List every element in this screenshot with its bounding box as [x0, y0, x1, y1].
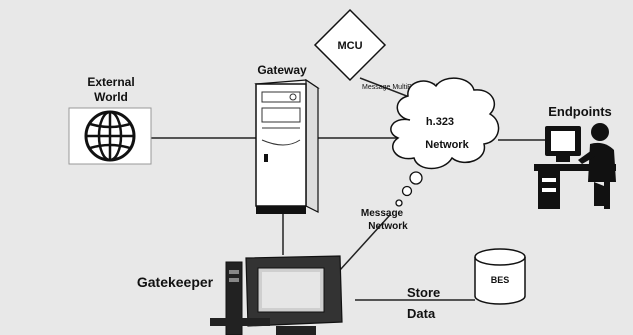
- endpoints-node: Endpoints: [534, 104, 616, 209]
- connection-lines: [150, 77, 545, 301]
- bes-node: BES: [474, 248, 526, 305]
- thought-bubbles: [395, 171, 423, 207]
- mcu-label: MCU: [337, 40, 362, 52]
- database-cylinder-icon: [474, 248, 526, 305]
- store-data-label-line2: Data: [407, 306, 436, 321]
- gatekeeper-message-link: [339, 214, 391, 271]
- gatekeeper-label: Gatekeeper: [137, 274, 214, 290]
- external-world-label-line2: World: [94, 90, 128, 104]
- server-tower-icon: [254, 78, 320, 214]
- user-at-desk-icon: [534, 123, 616, 209]
- cloud-icon: [390, 77, 500, 170]
- endpoints-label: Endpoints: [548, 104, 612, 119]
- message-network-label-line1: Message: [361, 208, 404, 219]
- external-world-node: External World: [68, 75, 152, 165]
- store-data-label-line1: Store: [407, 285, 440, 300]
- gatekeeper-node: Gatekeeper: [137, 255, 343, 335]
- mcu-link-label: Message MultiPoint Calls: [362, 84, 441, 91]
- gateway-node: Gateway: [254, 63, 320, 214]
- bes-label: BES: [491, 275, 510, 285]
- gateway-label: Gateway: [257, 63, 307, 77]
- computer-icon: [210, 255, 343, 335]
- network-node: h.323 Network: [390, 77, 500, 207]
- network-label-line2: Network: [425, 139, 469, 151]
- message-network-label-line2: Network: [368, 221, 408, 232]
- globe-icon: [68, 107, 152, 165]
- mcu-node: MCU Message MultiPoint Calls: [313, 8, 441, 91]
- network-label-line1: h.323: [426, 116, 454, 128]
- message-network-label: Message Network: [361, 208, 408, 232]
- external-world-label-line1: External: [87, 75, 134, 89]
- diamond-icon: [313, 8, 387, 82]
- store-data-label: Store Data: [407, 285, 440, 321]
